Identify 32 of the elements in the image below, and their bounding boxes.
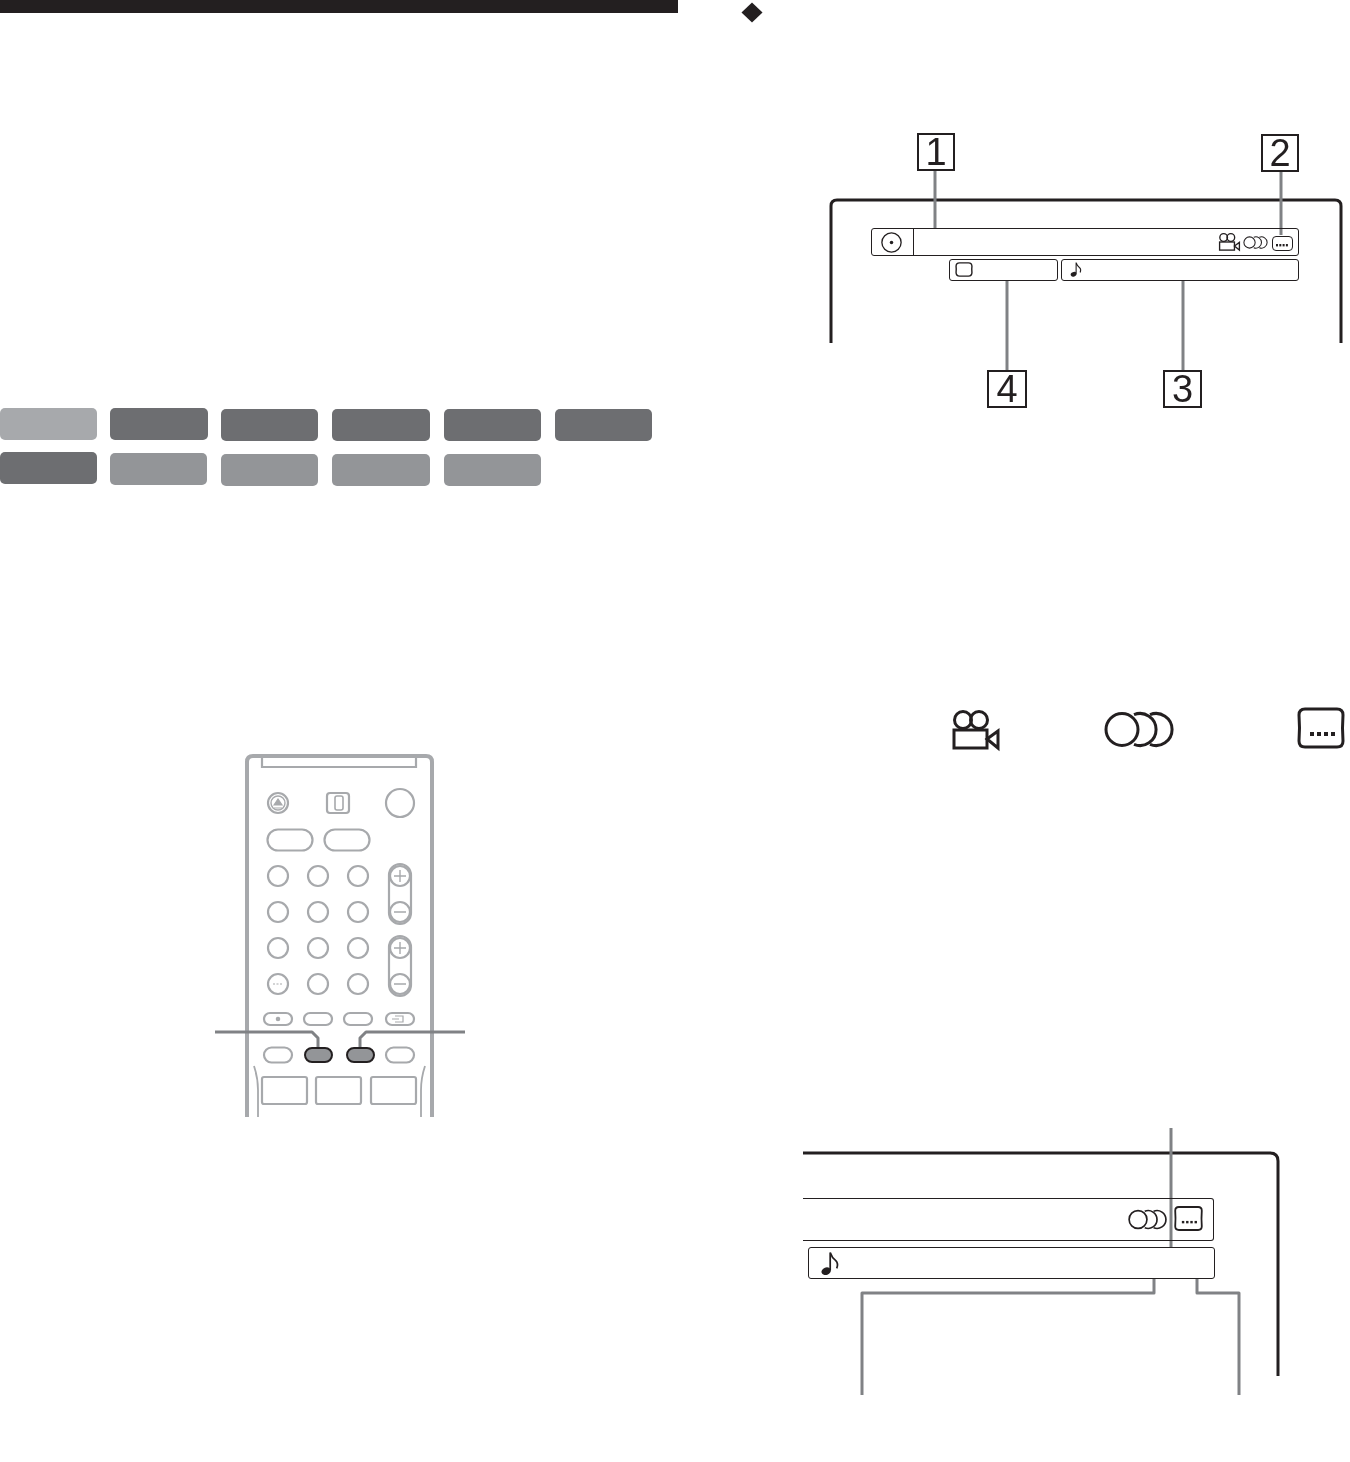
leader-line <box>1181 281 1185 370</box>
leader-line <box>358 1030 465 1047</box>
rounded-tile <box>332 409 430 441</box>
remote-button <box>304 1047 333 1063</box>
callout-number: 1 <box>917 133 955 171</box>
info-bar <box>803 1198 1214 1241</box>
rounded-tile <box>555 409 652 441</box>
leader-line <box>1195 1279 1241 1395</box>
rounded-tile <box>0 452 97 484</box>
leader-line <box>933 171 937 228</box>
callout-number: 4 <box>987 370 1027 408</box>
audio-bar <box>1061 259 1299 281</box>
angle-bar <box>949 259 1058 281</box>
leader-line <box>1169 1128 1173 1247</box>
rounded-tile <box>110 408 208 440</box>
rounded-tile <box>444 409 541 441</box>
callout-number: 2 <box>1261 134 1299 172</box>
rounded-tile <box>332 454 430 486</box>
subtitle-icon <box>1272 236 1293 251</box>
leader-line <box>1005 281 1009 370</box>
info-bar <box>871 228 1299 256</box>
audio-bar <box>808 1247 1215 1279</box>
leader-line <box>1279 172 1283 235</box>
rounded-tile <box>444 454 541 486</box>
rounded-tile <box>221 409 318 441</box>
rounded-tile <box>0 408 97 440</box>
leader-line <box>860 1279 1156 1395</box>
remote-button <box>346 1047 375 1063</box>
leader-line <box>215 1030 320 1047</box>
rounded-tile <box>110 453 207 485</box>
rounded-tile <box>221 454 318 486</box>
callout-number: 3 <box>1163 370 1202 408</box>
